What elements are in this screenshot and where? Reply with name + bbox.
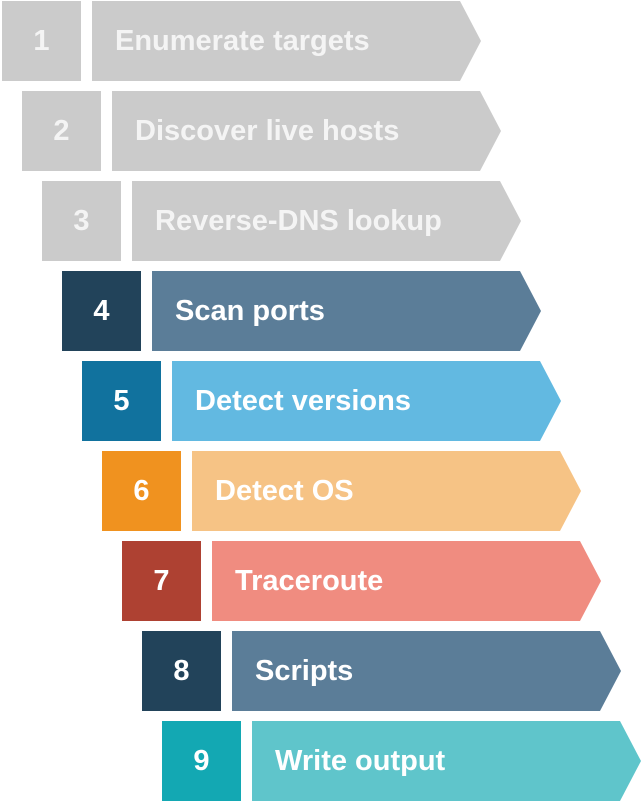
step-number-badge: 2	[22, 91, 101, 171]
step-label-arrow: Write output	[252, 721, 641, 801]
step-label-arrow: Scripts	[232, 631, 621, 711]
step-label-arrow: Discover live hosts	[112, 91, 501, 171]
step-number-badge: 8	[142, 631, 221, 711]
step-label-arrow: Detect OS	[192, 451, 581, 531]
step-number-badge: 1	[2, 1, 81, 81]
step-label-arrow: Detect versions	[172, 361, 561, 441]
step-label-arrow: Traceroute	[212, 541, 601, 621]
step-number-badge: 5	[82, 361, 161, 441]
step-number-badge: 7	[122, 541, 201, 621]
step-label-arrow: Enumerate targets	[92, 1, 481, 81]
step-label-arrow: Reverse-DNS lookup	[132, 181, 521, 261]
step-label-arrow: Scan ports	[152, 271, 541, 351]
step-number-badge: 4	[62, 271, 141, 351]
step-number-badge: 3	[42, 181, 121, 261]
step-number-badge: 6	[102, 451, 181, 531]
step-number-badge: 9	[162, 721, 241, 801]
